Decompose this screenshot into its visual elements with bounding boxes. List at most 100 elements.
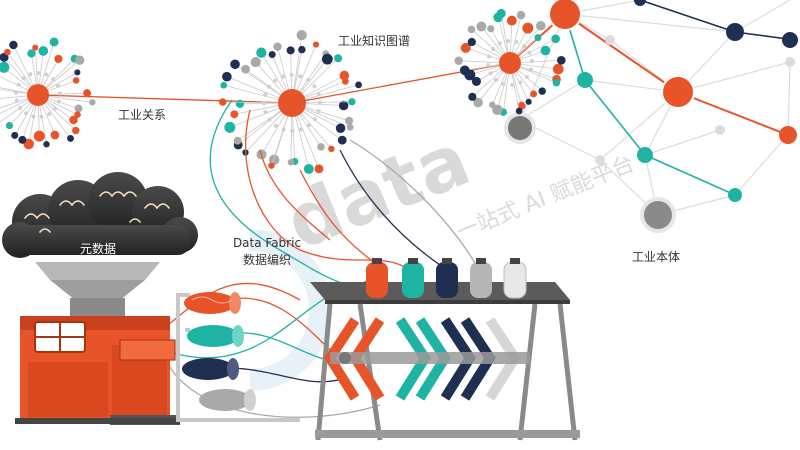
cluster-node xyxy=(467,25,476,34)
cluster-inner-node xyxy=(263,92,268,97)
cluster-inner-node xyxy=(527,50,532,55)
cluster-inner-node xyxy=(55,83,60,88)
watermark: data 一站式 AI 赋能平台 xyxy=(249,116,638,391)
cluster-node xyxy=(27,49,36,58)
cluster-node xyxy=(233,136,242,145)
cluster-node xyxy=(83,89,92,98)
watermark-brand: data xyxy=(275,116,482,266)
cluster-inner-node xyxy=(529,67,534,72)
cluster-node xyxy=(256,47,267,58)
cluster-node xyxy=(334,54,343,63)
cluster-inner-node xyxy=(281,127,286,132)
cluster-inner-node xyxy=(36,71,41,76)
cluster-node xyxy=(224,121,236,133)
label-industrial-relations: 工业关系 xyxy=(118,108,167,122)
cluster-node xyxy=(506,15,517,26)
cluster-node xyxy=(230,110,239,119)
cluster-node xyxy=(268,51,276,59)
cluster-node xyxy=(4,48,11,56)
cluster-node xyxy=(268,162,275,169)
cluster-core xyxy=(499,52,521,74)
loom-spool-gray xyxy=(470,258,492,298)
cluster-ontology-node xyxy=(454,8,566,116)
cluster-inner-node xyxy=(486,63,491,68)
spool-teal xyxy=(187,325,244,347)
cluster-inner-node xyxy=(39,114,44,119)
cluster-node xyxy=(241,64,250,74)
cluster-node xyxy=(72,126,80,135)
cluster-node xyxy=(525,98,532,105)
cluster-node xyxy=(74,104,83,113)
cluster-node xyxy=(5,122,14,130)
cluster-node xyxy=(222,71,232,82)
label-knowledge-graph: 工业知识图谱 xyxy=(338,34,411,48)
cluster-node xyxy=(516,10,526,20)
cluster-node xyxy=(54,54,63,63)
cluster-node xyxy=(459,65,470,76)
cluster-inner-node xyxy=(497,41,502,46)
cluster-node xyxy=(339,70,350,81)
cluster-inner-node xyxy=(488,71,493,76)
cluster-inner-node xyxy=(262,101,267,106)
cluster-inner-node xyxy=(529,58,534,63)
cluster-inner-node xyxy=(267,84,272,89)
cluster-node xyxy=(321,53,333,65)
cluster-industrial-relations xyxy=(0,37,96,150)
cluster-inner-node xyxy=(263,110,268,115)
spool-navy xyxy=(182,358,239,380)
cluster-node xyxy=(69,115,78,125)
cluster-inner-node xyxy=(280,74,285,79)
cluster-node xyxy=(552,78,561,87)
cluster-node xyxy=(11,131,19,139)
cluster-inner-node xyxy=(289,73,294,78)
cluster-inner-node xyxy=(316,91,321,96)
cluster-node xyxy=(32,44,39,51)
cluster-node xyxy=(50,130,60,140)
cluster-inner-node xyxy=(53,106,58,111)
cluster-node xyxy=(556,55,566,65)
cluster-node xyxy=(273,42,282,51)
cluster-node xyxy=(74,55,85,65)
cluster-inner-node xyxy=(47,111,52,116)
cluster-node xyxy=(348,98,356,106)
cluster-node xyxy=(538,87,546,95)
cluster-node xyxy=(467,37,476,47)
cluster-node xyxy=(38,46,49,56)
cluster-node xyxy=(33,130,45,142)
cluster-node xyxy=(460,42,471,53)
cluster-inner-node xyxy=(273,78,278,83)
cluster-node xyxy=(317,143,325,151)
loom-spool-orange xyxy=(366,258,388,298)
metadata-machine xyxy=(15,316,180,425)
cluster-node xyxy=(346,123,354,131)
cluster-node xyxy=(468,92,477,101)
cluster-node xyxy=(489,101,496,108)
cluster-node xyxy=(74,111,81,119)
cluster-node xyxy=(314,164,324,174)
cluster-inner-node xyxy=(18,105,23,110)
cluster-node xyxy=(515,107,523,115)
cluster-inner-node xyxy=(316,109,321,114)
cluster-node xyxy=(286,46,295,55)
label-ontology: 工业本体 xyxy=(632,250,681,264)
connector-line xyxy=(37,94,293,104)
cluster-node xyxy=(235,99,245,109)
cluster-node xyxy=(74,69,81,76)
metadata-cloud xyxy=(2,172,198,258)
cluster-knowledge-graph xyxy=(218,29,362,174)
cluster-node xyxy=(328,145,335,153)
cluster-node xyxy=(23,138,34,150)
loom-spool-navy xyxy=(436,258,458,298)
cluster-inner-node xyxy=(514,39,519,44)
label-data-fabric-zh: 数据编织 xyxy=(242,253,291,267)
cluster-node xyxy=(552,63,564,75)
cluster-inner-node xyxy=(486,54,491,59)
cluster-node xyxy=(18,135,27,144)
cluster-core xyxy=(278,89,306,117)
cluster-node xyxy=(296,29,307,41)
cluster-inner-node xyxy=(14,98,19,103)
cluster-inner-node xyxy=(57,91,62,96)
cluster-inner-node xyxy=(23,111,28,116)
cluster-inner-node xyxy=(317,100,322,105)
